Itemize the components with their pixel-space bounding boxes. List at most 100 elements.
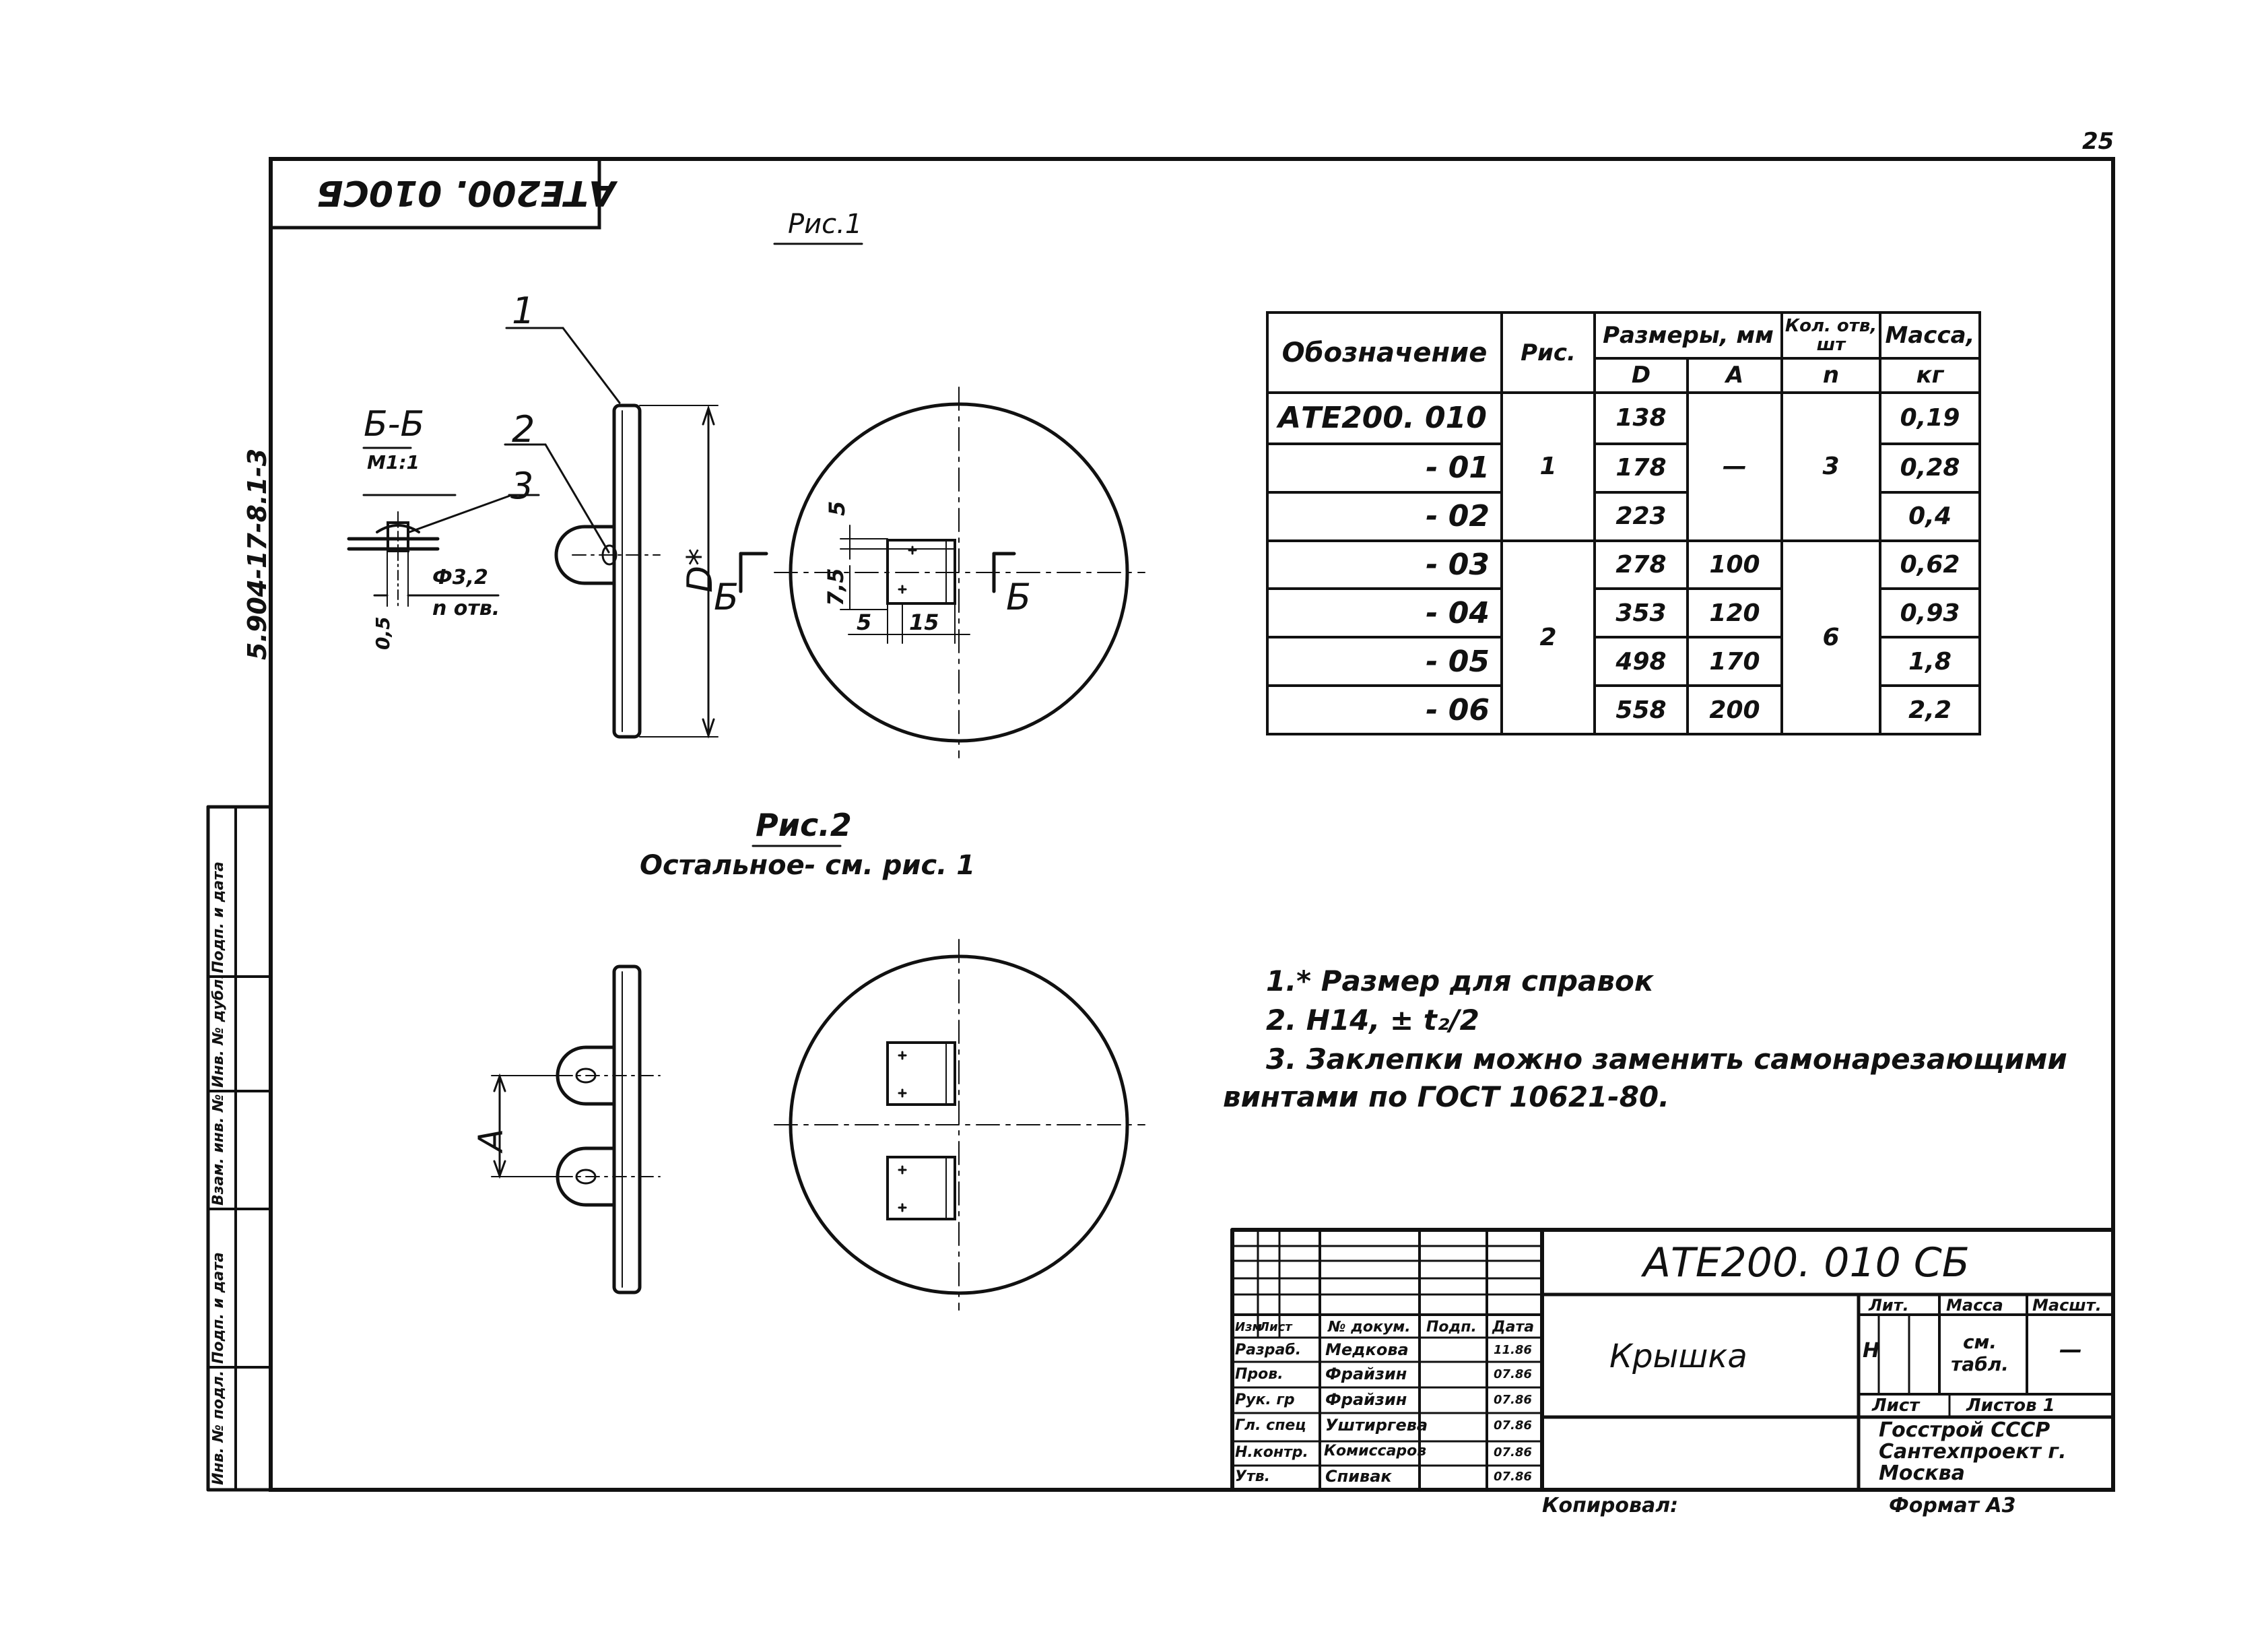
n-group-1: 3 [1780,391,1882,542]
spec-table: Обозначение Рис. Размеры, мм Кол. отв, ш… [1266,310,1982,736]
row-designation: - 05 [1266,636,1503,688]
sheet-frame [269,157,2115,1492]
table-row: - 06 558 200 2,2 [1266,684,1982,735]
row-d: 278 [1593,539,1689,591]
fig2-label: Рис.2 [756,807,852,843]
tb-col-sign: Подп. [1426,1319,1477,1336]
title-org: Госстрой СССР Сантехпроект г. Москва [1879,1418,2067,1485]
note-3: 3. Заклепки можно заменить самонарезающи… [1266,1043,2067,1076]
row-mass: 0,4 [1879,490,1982,542]
row-designation: - 06 [1266,684,1503,735]
header-a: А [1686,356,1784,395]
dim-5-bottom: 5 [857,610,872,635]
tb-date: 07.86 [1494,1418,1532,1433]
page-number: 25 [2082,128,2114,155]
tb-date: 07.86 [1494,1367,1532,1381]
side-stamp-label: Подп. и дата [210,1252,227,1364]
tb-col-doc: № докум. [1328,1319,1411,1336]
table-row: - 02 223 0,4 [1266,490,1982,542]
tb-person: Уштиргева [1325,1416,1428,1435]
title-lit-header: Лит. [1869,1296,1909,1315]
row-a: 170 [1686,636,1784,688]
row-mass: 1,8 [1879,636,1982,688]
tb-person: Фрайзин [1325,1390,1407,1409]
side-stamp-label: Подп. и дата [210,861,227,973]
row-mass: 0,62 [1879,539,1982,591]
section-hole: Ф3,2 [432,566,488,589]
callout-1: 1 [512,290,535,332]
tb-role: Пров. [1235,1366,1283,1383]
header-d: D [1593,356,1689,395]
header-sizes: Размеры, мм [1593,311,1784,360]
section-title: Б-Б [364,404,425,445]
dim-a: А [471,1128,510,1152]
table-row: - 01 178 0,28 [1266,442,1982,494]
fig1-label: Рис.1 [788,209,863,240]
n-group-2: 6 [1780,539,1882,736]
side-stamp-label: Инв. № дубл. [210,973,227,1088]
note-1: 1.* Размер для справок [1266,964,1654,997]
row-d: 558 [1593,684,1689,735]
cut-label-right: Б [1006,576,1032,618]
tb-date: 07.86 [1494,1445,1532,1459]
tb-col-list: Лист [1259,1320,1292,1334]
title-sheets: Листов 1 [1966,1396,2055,1416]
corner-stamp-box [269,157,601,230]
cut-label-left: Б [714,576,739,618]
dim-5-top: 5 [824,500,850,516]
title-format: Формат А3 [1889,1494,2016,1517]
row-d: 138 [1593,391,1689,445]
fig1-side-view [504,327,719,739]
note-3-cont: винтами по ГОСТ 10621-80. [1223,1080,1670,1113]
section-scale: М1:1 [367,451,420,473]
row-d: 353 [1593,587,1689,639]
note-2: 2. Н14, ± t₂/2 [1266,1004,1479,1037]
tb-role: Н.контр. [1235,1444,1308,1461]
section-holes: n отв. [432,597,500,620]
side-stamp-label: Взам. инв. № [210,1094,227,1206]
tb-date: 07.86 [1494,1393,1532,1407]
side-code: 5.904-17-8.1-3 [242,448,272,660]
header-kg: кг [1879,356,1982,395]
header-designation: Обозначение [1266,310,1503,395]
fig-group-2: 2 [1500,539,1596,736]
row-designation: - 04 [1266,587,1503,639]
row-designation: - 02 [1266,490,1503,542]
table-row: АТЕ200. 010 1 138 — 3 0,19 [1266,391,1982,542]
tb-role: Гл. спец [1235,1417,1306,1434]
dim-15: 15 [909,610,939,635]
table-row: - 04 353 120 0,93 [1266,587,1982,639]
tb-role: Утв. [1235,1468,1270,1485]
header-fig: Рис. [1500,310,1596,395]
row-a: 100 [1686,539,1784,591]
title-lit-value: Н [1863,1339,1880,1363]
row-d: 178 [1593,442,1689,494]
title-copied: Копировал: [1542,1494,1679,1517]
row-mass: 2,2 [1879,684,1982,735]
section-bb-view [347,494,540,607]
side-stamp-label: Инв. № подл. [210,1370,227,1485]
row-designation: - 03 [1266,539,1503,591]
row-designation: - 01 [1266,442,1503,494]
a-group-1: — [1686,391,1784,542]
title-sheet: Лист [1872,1396,1920,1416]
title-mass-header: Масса [1946,1296,2003,1315]
row-mass: 0,19 [1879,391,1982,445]
header-mass: Масса, [1879,311,1982,360]
fig2-note: Остальное- см. рис. 1 [640,850,976,881]
tb-role: Разраб. [1235,1342,1302,1358]
row-mass: 0,93 [1879,587,1982,639]
tb-date: 07.86 [1494,1470,1532,1484]
dim-7-5: 7,5 [823,568,848,606]
callout-3: 3 [510,465,534,507]
tb-date: 11.86 [1494,1343,1532,1357]
title-name: Крышка [1609,1338,1747,1375]
row-designation: АТЕ200. 010 [1266,391,1503,445]
row-d: 223 [1593,490,1689,542]
row-a: 200 [1686,684,1784,735]
fig-group-1: 1 [1500,391,1596,542]
tb-person: Медкова [1325,1340,1409,1359]
table-row: - 05 498 170 1,8 [1266,636,1982,688]
title-designation: АТЕ200. 010 СБ [1643,1239,1970,1286]
